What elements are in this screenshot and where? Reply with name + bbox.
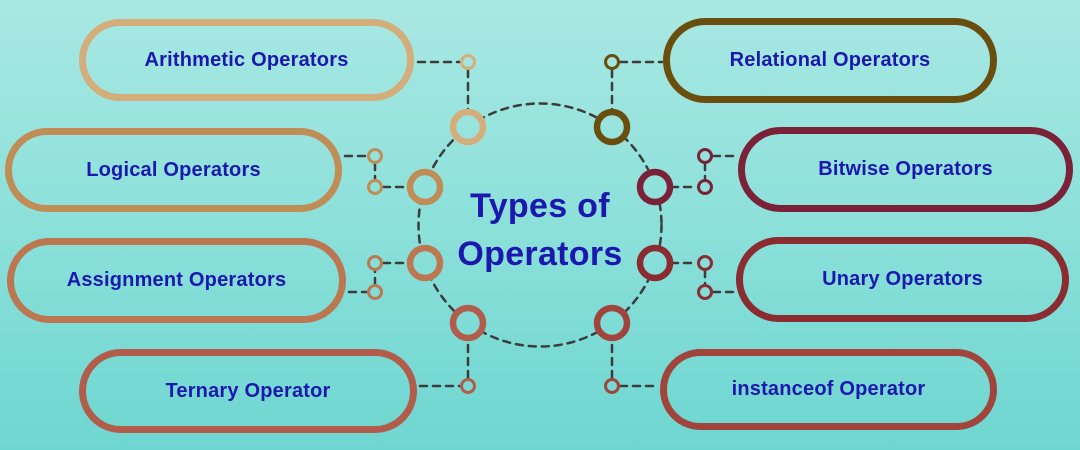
pill-label-ternary: Ternary Operator — [165, 379, 331, 402]
dot-unary-b — [697, 284, 713, 300]
dot-arithmetic — [460, 54, 476, 70]
dashed-lines-group — [343, 60, 737, 388]
pill-label-bitwise: Bitwise Operators — [818, 158, 993, 180]
pill-label-assignment: Assignment Operators — [66, 269, 287, 291]
diagram-title-line1: Types of — [470, 187, 610, 225]
ring-node-arithmetic — [449, 108, 487, 146]
dot-unary-a — [697, 255, 713, 271]
dot-assignment-a — [367, 255, 383, 271]
pill-ternary-operator: Ternary Operator — [79, 349, 417, 433]
ring-node-ternary — [449, 304, 487, 342]
hub-ring — [417, 102, 663, 348]
ring-node-logical — [406, 168, 444, 206]
ring-nodes-group — [406, 108, 674, 342]
ring-node-assignment — [406, 244, 444, 282]
pill-label-instanceof: instanceof Operator — [731, 378, 926, 400]
pill-arithmetic-operators: Arithmetic Operators — [79, 19, 414, 101]
pill-unary-operators: Unary Operators — [736, 237, 1069, 322]
pill-label-logical: Logical Operators — [86, 158, 261, 181]
diagram-title-line2: Operators — [457, 235, 623, 273]
dot-logical-a — [367, 148, 383, 164]
pill-label-relational: Relational Operators — [729, 49, 931, 71]
dot-instanceof — [604, 378, 620, 394]
pill-label-arithmetic: Arithmetic Operators — [144, 48, 349, 71]
ring-node-unary — [636, 244, 674, 282]
dot-assignment-b — [367, 284, 383, 300]
pill-assignment-operators: Assignment Operators — [7, 238, 346, 323]
ring-node-instanceof — [593, 304, 631, 342]
dot-logical-b — [367, 179, 383, 195]
pill-bitwise-operators: Bitwise Operators — [738, 127, 1073, 212]
pill-instanceof-operator: instanceof Operator — [660, 349, 997, 430]
pill-relational-operators: Relational Operators — [663, 18, 997, 103]
dot-relational — [604, 54, 620, 70]
ring-node-bitwise — [636, 168, 674, 206]
dot-bitwise-b — [697, 179, 713, 195]
diagram-title: Types of Operators — [390, 182, 690, 278]
dot-ternary — [460, 378, 476, 394]
connector-dots-group — [367, 54, 713, 394]
dot-bitwise-a — [697, 148, 713, 164]
ring-node-relational — [593, 108, 631, 146]
pill-label-unary: Unary Operators — [822, 268, 983, 290]
pill-logical-operators: Logical Operators — [5, 128, 342, 212]
